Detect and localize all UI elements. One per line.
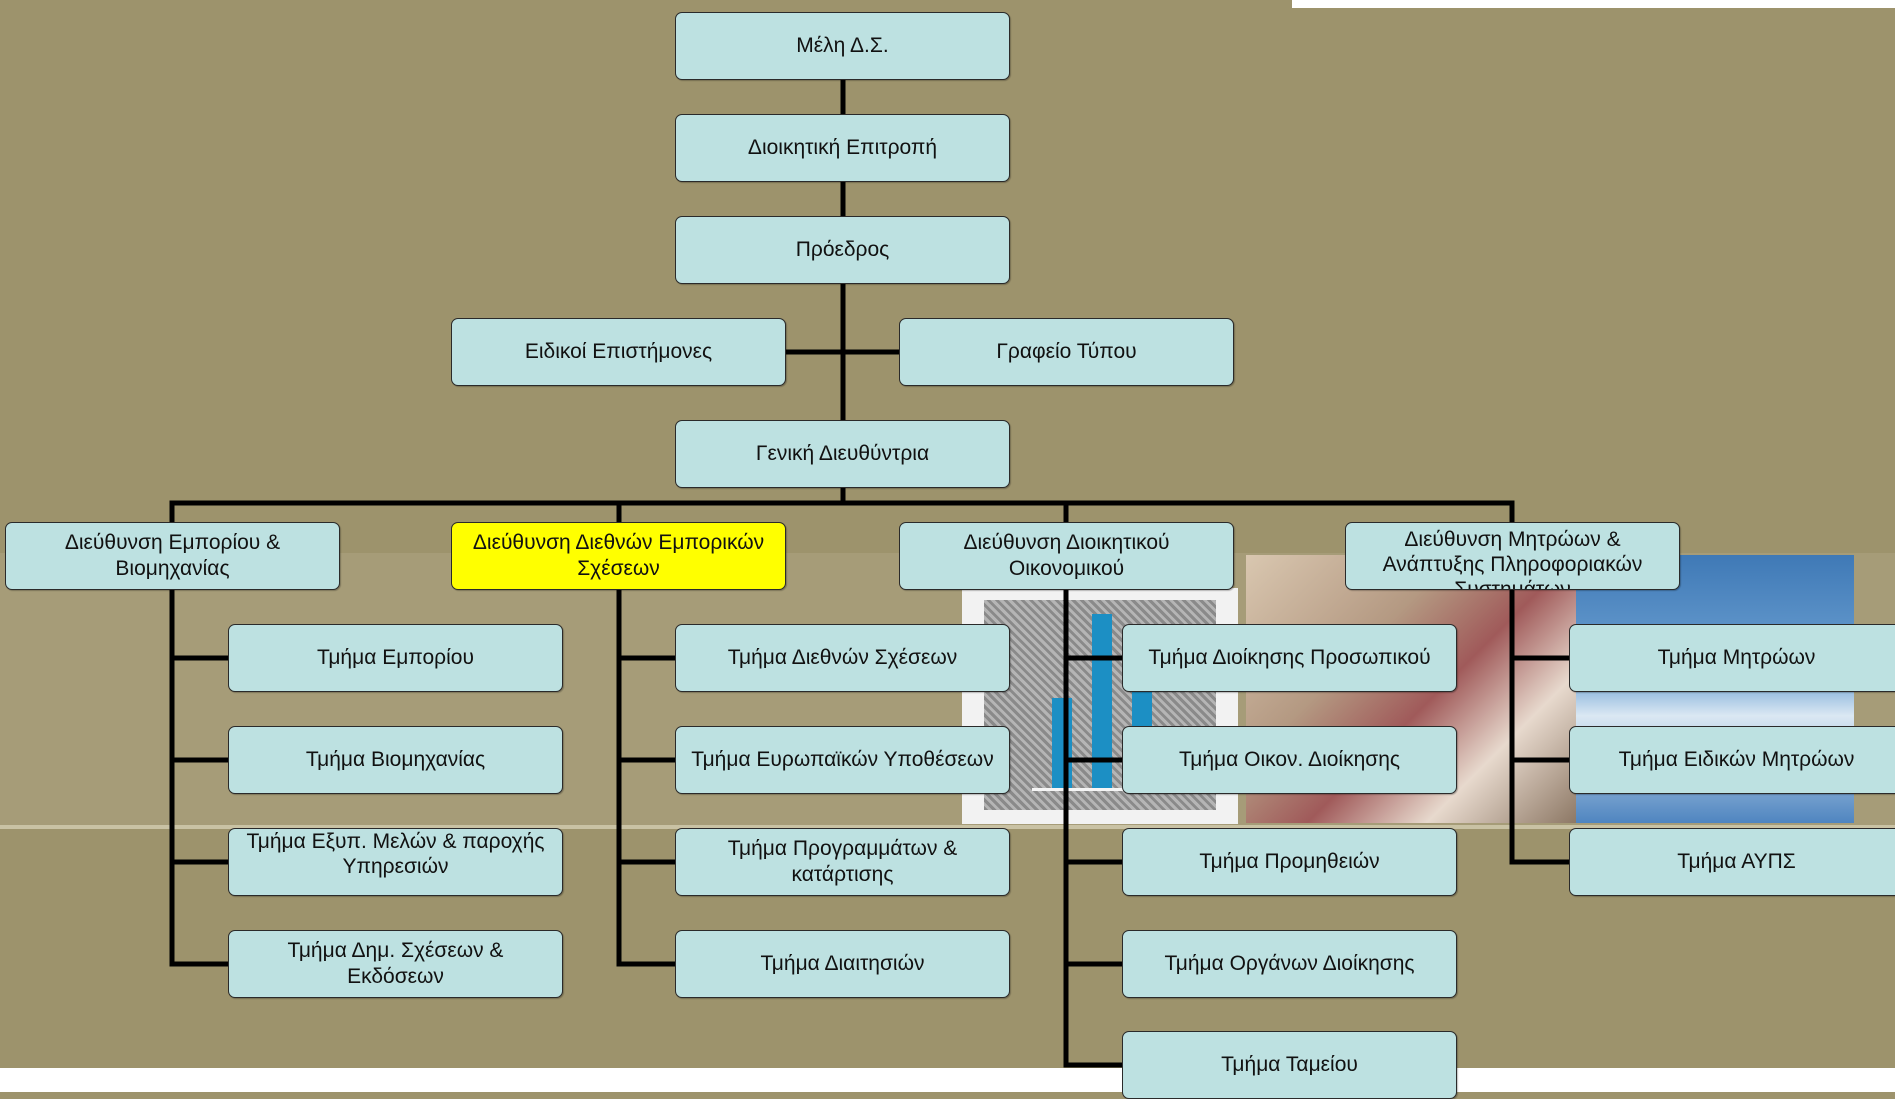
node-directorate-international-relations[interactable]: Διεύθυνση Διεθνών Εμπορικών Σχέσεων [451,522,786,590]
node-press-office[interactable]: Γραφείο Τύπου [899,318,1234,386]
node-dept-treasury[interactable]: Τμήμα Ταμείου [1122,1031,1457,1099]
white-panel-top-right [1292,0,1895,8]
node-dept-registries[interactable]: Τμήμα Μητρώων [1569,624,1895,692]
node-dept-commerce[interactable]: Τμήμα Εμπορίου [228,624,563,692]
node-dept-arbitration[interactable]: Τμήμα Διαιτησιών [675,930,1010,998]
node-executive-committee[interactable]: Διοικητική Επιτροπή [675,114,1010,182]
horizontal-stripe-decoration [0,825,1895,829]
node-directorate-registries-is[interactable]: Διεύθυνση Μητρώων & Ανάπτυξης Πληροφορια… [1345,522,1680,590]
node-dept-procurement[interactable]: Τμήμα Προμηθειών [1122,828,1457,896]
node-dept-public-relations[interactable]: Τμήμα Δημ. Σχέσεων & Εκδόσεων [228,930,563,998]
node-dept-financial-admin[interactable]: Τμήμα Οικον. Διοίκησης [1122,726,1457,794]
node-dept-ayps[interactable]: Τμήμα ΑΥΠΣ [1569,828,1895,896]
node-president[interactable]: Πρόεδρος [675,216,1010,284]
node-special-scientists[interactable]: Ειδικοί Επιστήμονες [451,318,786,386]
node-dept-governing-bodies[interactable]: Τμήμα Οργάνων Διοίκησης [1122,930,1457,998]
node-dept-industry[interactable]: Τμήμα Βιομηχανίας [228,726,563,794]
node-dept-programs-training[interactable]: Τμήμα Προγραμμάτων & κατάρτισης [675,828,1010,896]
node-directorate-administration-finance[interactable]: Διεύθυνση Διοικητικού Οικονομικού [899,522,1234,590]
bottom-band-decoration [0,1068,1895,1092]
node-dept-special-registries[interactable]: Τμήμα Ειδικών Μητρώων [1569,726,1895,794]
node-board-members[interactable]: Μέλη Δ.Σ. [675,12,1010,80]
node-general-director[interactable]: Γενική Διευθύντρια [675,420,1010,488]
node-dept-personnel[interactable]: Τμήμα Διοίκησης Προσωπικού [1122,624,1457,692]
node-dept-international-relations[interactable]: Τμήμα Διεθνών Σχέσεων [675,624,1010,692]
node-dept-european-affairs[interactable]: Τμήμα Ευρωπαϊκών Υποθέσεων [675,726,1010,794]
node-directorate-commerce-industry[interactable]: Διεύθυνση Εμπορίου & Βιομηχανίας [5,522,340,590]
node-dept-member-services[interactable]: Τμήμα Εξυπ. Μελών & παροχής Υπηρεσιών [228,828,563,896]
